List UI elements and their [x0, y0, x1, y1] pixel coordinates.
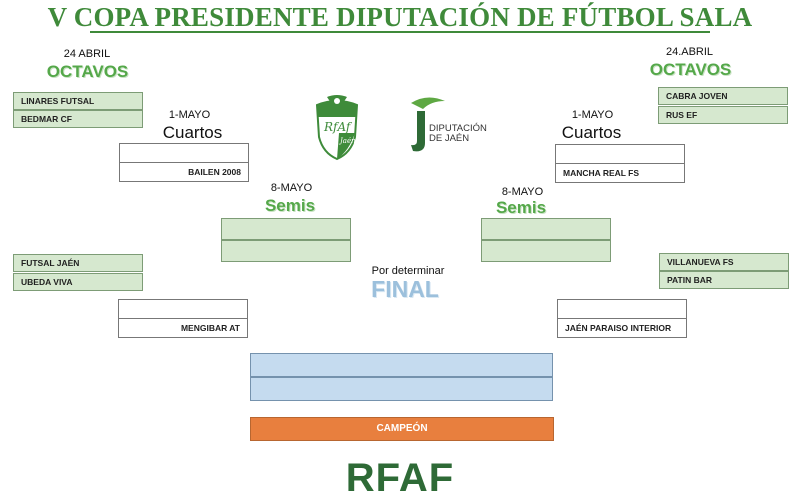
right-cuartos-date: 1-MAYO — [571, 109, 614, 121]
left-cuartos-bottom-slot-2[interactable]: MENGIBAR AT — [118, 318, 248, 338]
right-cuartos-top-slot-2[interactable]: MANCHA REAL FS — [555, 163, 685, 183]
right-octavos-top-team-1[interactable]: CABRA JOVEN — [658, 87, 788, 105]
right-cuartos-bottom-slot-2[interactable]: JAÉN PARAISO INTERIOR — [557, 318, 687, 338]
left-octavos-label: OCTAVOS — [46, 62, 129, 81]
left-cuartos-bottom-slot-1[interactable] — [118, 299, 248, 319]
right-octavos-bottom-team-1[interactable]: VILLANUEVA FS — [659, 253, 789, 271]
left-octavos-date: 24 ABRIL — [63, 48, 111, 60]
rfaf-crest-logo: RfAf Jaén — [309, 93, 365, 163]
page-title: V COPA PRESIDENTE DIPUTACIÓN DE FÚTBOL S… — [47, 2, 753, 32]
left-cuartos-label: Cuartos — [162, 123, 223, 142]
right-octavos-date: 24.ABRIL — [665, 46, 714, 58]
rfaf-footer-logo: RFAF — [345, 456, 455, 500]
final-slot-1[interactable] — [250, 353, 553, 377]
champion-box[interactable]: CAMPEÓN — [250, 417, 554, 441]
title-underline — [90, 31, 710, 33]
right-octavos-bottom-team-2[interactable]: PATIN BAR — [659, 271, 789, 289]
left-semis-slot-2[interactable] — [221, 240, 351, 262]
final-slot-2[interactable] — [250, 377, 553, 401]
right-semis-slot-1[interactable] — [481, 218, 611, 240]
svg-text:Jaén: Jaén — [338, 137, 356, 145]
left-cuartos-top-slot-2[interactable]: BAILEN 2008 — [119, 162, 249, 182]
right-semis-slot-2[interactable] — [481, 240, 611, 262]
left-cuartos-top-slot-1[interactable] — [119, 143, 249, 163]
right-octavos-label: OCTAVOS — [649, 60, 732, 79]
diputacion-line-2: DE JAÉN — [429, 133, 470, 144]
right-semis-label: Semis — [495, 198, 547, 217]
left-semis-label: Semis — [264, 196, 316, 215]
right-cuartos-bottom-slot-1[interactable] — [557, 299, 687, 319]
left-cuartos-date: 1-MAYO — [168, 109, 211, 121]
left-semis-date: 8-MAYO — [270, 182, 313, 194]
diputacion-line-1: DIPUTACIÓN — [429, 123, 487, 134]
diputacion-logo-mark — [405, 95, 447, 155]
left-semis-slot-1[interactable] — [221, 218, 351, 240]
left-octavos-top-team-2[interactable]: BEDMAR CF — [13, 110, 143, 128]
left-octavos-top-team-1[interactable]: LINARES FUTSAL — [13, 92, 143, 110]
right-cuartos-top-slot-1[interactable] — [555, 144, 685, 164]
left-octavos-bottom-team-2[interactable]: UBEDA VIVA — [13, 273, 143, 291]
right-cuartos-label: Cuartos — [561, 123, 622, 142]
left-octavos-bottom-team-1[interactable]: FUTSAL JAÉN — [13, 254, 143, 272]
svg-text:RfAf: RfAf — [323, 120, 353, 134]
right-octavos-top-team-2[interactable]: RUS EF — [658, 106, 788, 124]
final-date: Por determinar — [371, 265, 445, 277]
final-label: FINAL — [371, 276, 439, 302]
right-semis-date: 8-MAYO — [501, 186, 544, 198]
